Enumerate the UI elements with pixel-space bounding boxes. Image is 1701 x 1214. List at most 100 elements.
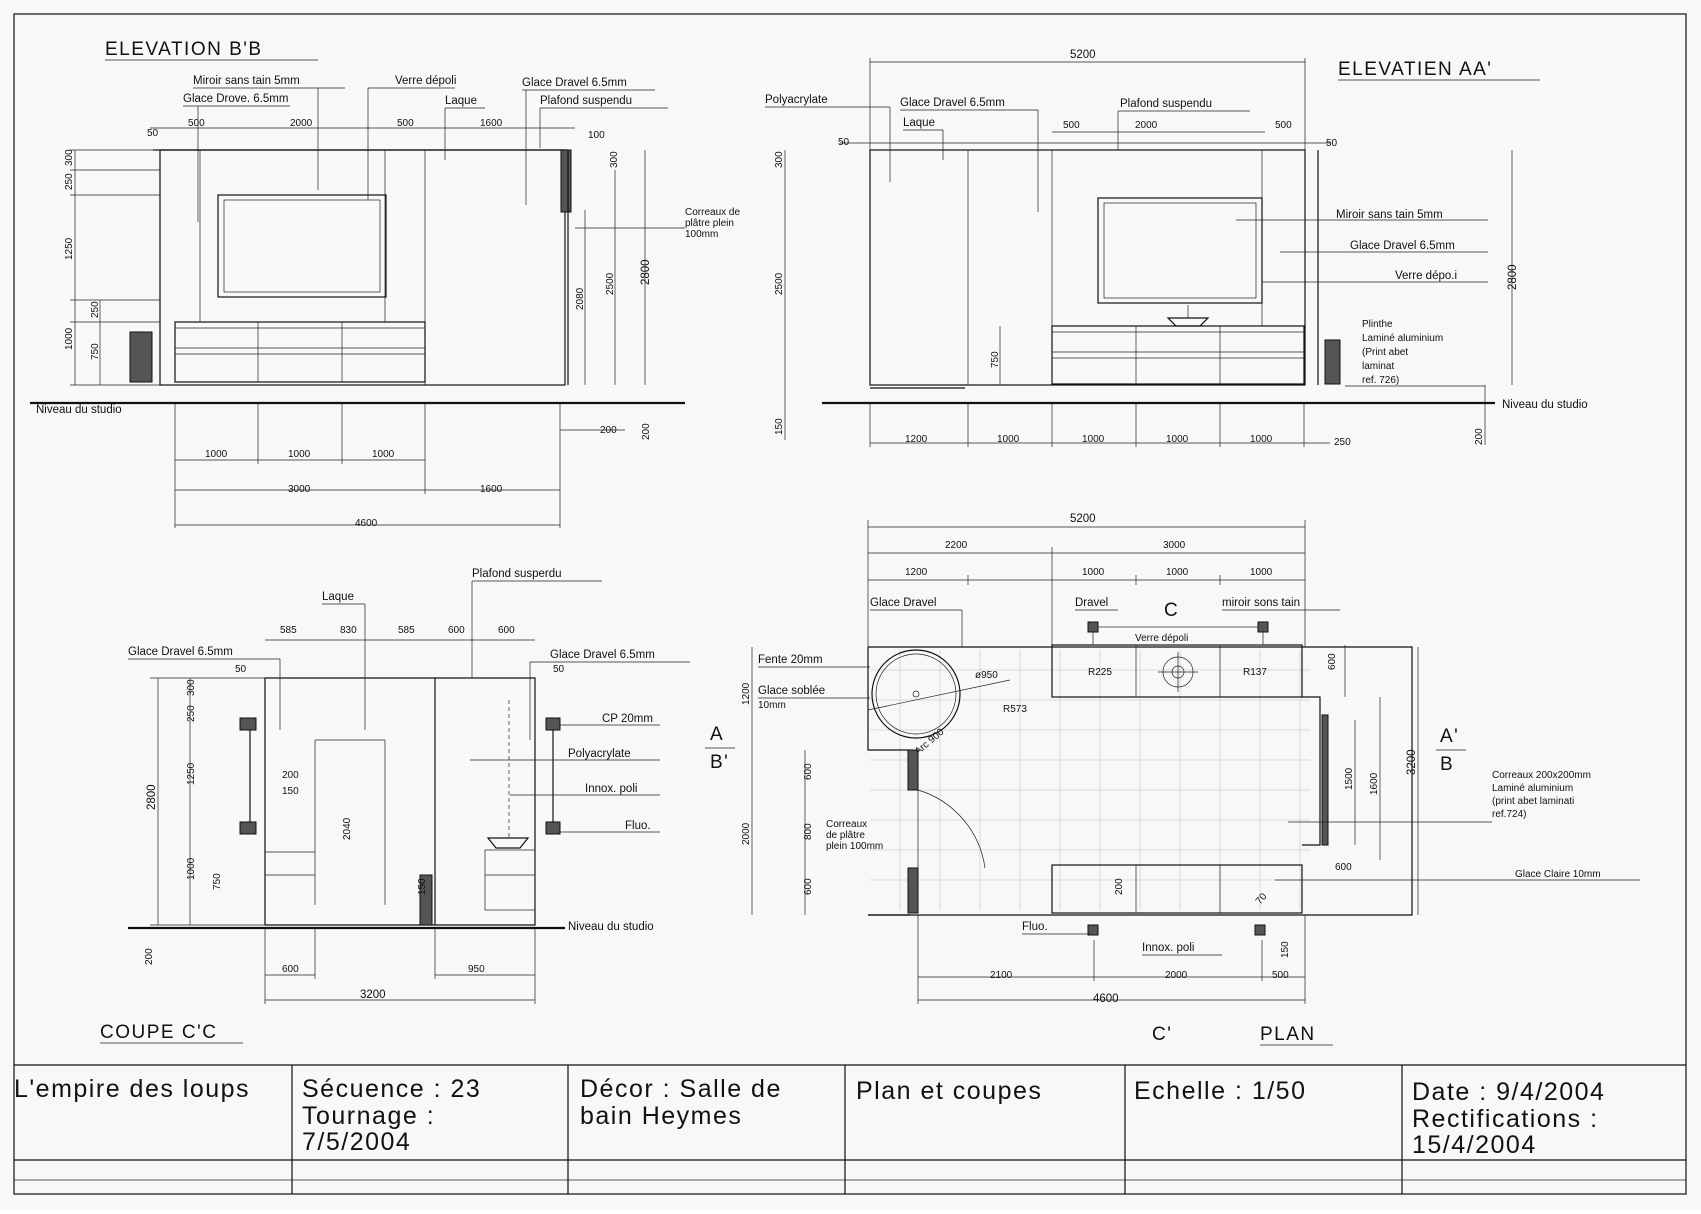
svg-text:B': B': [710, 752, 729, 773]
svg-text:plâtre plein: plâtre plein: [685, 218, 734, 229]
svg-text:Correaux de: Correaux de: [685, 207, 740, 218]
title-block-date: Date : 9/4/2004: [1412, 1078, 1605, 1106]
svg-text:laminat: laminat: [1362, 361, 1394, 372]
coupe-cc-title: COUPE C'C: [100, 1022, 217, 1043]
svg-text:Fente 20mm: Fente 20mm: [758, 654, 823, 666]
svg-text:Glace soblée: Glace soblée: [758, 685, 825, 697]
svg-text:50: 50: [235, 664, 247, 675]
svg-text:Verre dépoli: Verre dépoli: [1135, 633, 1188, 644]
svg-text:1000: 1000: [1082, 434, 1105, 445]
coupe-cc-section: [264, 677, 536, 926]
svg-text:Verre dépo.i: Verre dépo.i: [1395, 270, 1457, 282]
sheet-border: [13, 13, 1687, 1195]
svg-text:500: 500: [397, 118, 414, 129]
svg-text:830: 830: [340, 625, 357, 636]
svg-text:585: 585: [398, 625, 415, 636]
svg-text:600: 600: [803, 763, 814, 780]
svg-text:1000: 1000: [205, 449, 228, 460]
svg-text:Dravel: Dravel: [1075, 597, 1108, 609]
title-block: L'empire des loups Sécuence : 23 Tournag…: [14, 1064, 1686, 1194]
svg-text:Niveau du studio: Niveau du studio: [568, 921, 654, 933]
svg-text:200: 200: [1114, 878, 1125, 895]
svg-text:1600: 1600: [1369, 772, 1380, 795]
svg-text:800: 800: [803, 823, 814, 840]
svg-text:Polyacrylate: Polyacrylate: [568, 748, 631, 760]
svg-text:50: 50: [838, 137, 850, 148]
elevation-aa-cabinet: [1051, 325, 1305, 385]
svg-text:Glace Dravel 6.5mm: Glace Dravel 6.5mm: [550, 649, 655, 661]
svg-text:1000: 1000: [1166, 567, 1189, 578]
elevation-bb: ELEVATION B'B Niveau du studio 50 500 20…: [30, 39, 740, 529]
svg-text:Innox. poli: Innox. poli: [1142, 942, 1194, 954]
title-block-decor: Décor : Salle de: [580, 1075, 782, 1103]
svg-text:250: 250: [90, 301, 101, 318]
svg-text:Glace Drove. 6.5mm: Glace Drove. 6.5mm: [183, 93, 288, 105]
svg-text:Laminé aluminium: Laminé aluminium: [1362, 333, 1443, 344]
plan-tile-grid: [870, 650, 1310, 910]
svg-text:1500: 1500: [1344, 767, 1355, 790]
svg-text:1600: 1600: [480, 118, 503, 129]
svg-text:10mm: 10mm: [758, 700, 786, 711]
svg-text:Miroir sans tain 5mm: Miroir sans tain 5mm: [193, 75, 300, 87]
svg-text:4600: 4600: [1093, 993, 1119, 1005]
svg-text:Laque: Laque: [322, 591, 354, 603]
svg-text:CP 20mm: CP 20mm: [602, 713, 653, 725]
svg-text:100mm: 100mm: [685, 229, 718, 240]
svg-text:500: 500: [1272, 970, 1289, 981]
svg-text:585: 585: [280, 625, 297, 636]
title-block-plan: Plan et coupes: [856, 1077, 1042, 1105]
elevation-aa-title: ELEVATIEN AA': [1338, 59, 1492, 80]
svg-text:(print abet laminati: (print abet laminati: [1492, 796, 1574, 807]
plan-outline: [868, 646, 1413, 916]
svg-text:Innox. poli: Innox. poli: [585, 783, 637, 795]
svg-text:Plafond suspendu: Plafond suspendu: [1120, 98, 1212, 110]
svg-text:R137: R137: [1243, 667, 1267, 678]
svg-text:Plafond suspendu: Plafond suspendu: [540, 95, 632, 107]
svg-text:2000: 2000: [290, 118, 313, 129]
svg-text:Laque: Laque: [445, 95, 477, 107]
svg-text:7/5/2004: 7/5/2004: [302, 1128, 411, 1156]
svg-text:250: 250: [186, 705, 197, 722]
svg-text:250: 250: [1334, 437, 1351, 448]
svg-text:300: 300: [186, 679, 197, 696]
svg-text:1250: 1250: [64, 237, 75, 260]
svg-text:2080: 2080: [575, 287, 586, 310]
svg-text:250: 250: [64, 173, 75, 190]
svg-text:Glace Dravel 6.5mm: Glace Dravel 6.5mm: [1350, 240, 1455, 252]
plan-title: PLAN: [1260, 1024, 1316, 1045]
svg-text:70: 70: [1254, 891, 1270, 907]
svg-text:Correaux 200x200mm: Correaux 200x200mm: [1492, 770, 1591, 781]
svg-text:600: 600: [1335, 862, 1352, 873]
plan-counter-bottom: [1051, 864, 1303, 914]
svg-text:600: 600: [498, 625, 515, 636]
svg-text:2500: 2500: [774, 272, 785, 295]
svg-text:Laque: Laque: [903, 117, 935, 129]
coupe-cc: COUPE C'C Niveau du studio 585 830 585 6…: [100, 568, 690, 1044]
svg-text:Verre dépoli: Verre dépoli: [395, 75, 456, 87]
svg-text:ref.724): ref.724): [1492, 809, 1526, 820]
svg-text:de plâtre: de plâtre: [826, 830, 865, 841]
svg-text:2000: 2000: [1135, 120, 1158, 131]
title-block-scale: Echelle : 1/50: [1134, 1077, 1307, 1105]
svg-text:1250: 1250: [186, 762, 197, 785]
svg-text:950: 950: [468, 964, 485, 975]
svg-text:2040: 2040: [342, 817, 353, 840]
title-block-sequence: Sécuence : 23: [302, 1075, 481, 1103]
svg-text:2800: 2800: [640, 259, 652, 285]
elevation-aa: ELEVATIEN AA' 5200 Niveau du studio 50 5…: [765, 49, 1588, 448]
svg-text:3200: 3200: [360, 989, 386, 1001]
svg-text:300: 300: [774, 151, 785, 168]
svg-text:5200: 5200: [1070, 49, 1096, 61]
svg-text:4600: 4600: [355, 518, 378, 529]
elevation-bb-cabinet: [174, 321, 426, 383]
svg-text:150: 150: [282, 786, 299, 797]
svg-text:100: 100: [588, 130, 605, 141]
svg-text:750: 750: [90, 343, 101, 360]
svg-text:ø950: ø950: [975, 670, 998, 681]
svg-text:Plinthe: Plinthe: [1362, 319, 1393, 330]
svg-text:300: 300: [609, 151, 620, 168]
svg-text:2000: 2000: [1165, 970, 1188, 981]
svg-text:500: 500: [188, 118, 205, 129]
